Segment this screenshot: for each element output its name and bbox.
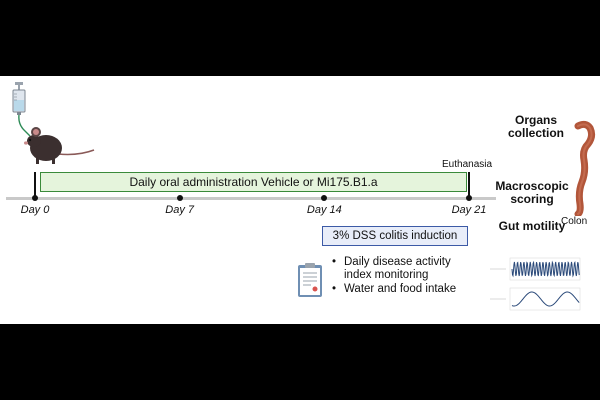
motility-trace-slow — [511, 291, 580, 307]
timeline-tick — [176, 195, 183, 201]
gut-motility-label: Gut motility — [498, 219, 566, 233]
syringe-icon — [12, 82, 31, 137]
monitoring-item: Daily disease activity index monitoring — [330, 256, 454, 282]
monitoring-item: Water and food intake — [330, 283, 456, 296]
day-label: Day 14 — [306, 204, 342, 216]
motility-trace-fast — [511, 260, 580, 278]
mouse-icon — [24, 127, 95, 164]
motility-chart-icon — [486, 248, 588, 320]
day-label: Day 0 — [20, 204, 50, 216]
colon-icon — [574, 120, 596, 216]
euthanasia-label: Euthanasia — [442, 159, 493, 170]
timeline-tick — [321, 195, 328, 201]
macroscopic-scoring-label: Macroscopic scoring — [495, 179, 569, 206]
timeline-axis — [6, 197, 496, 200]
day-label: Day 21 — [451, 204, 487, 216]
diagram-panel: Daily oral administration Vehicle or Mi1… — [0, 76, 600, 324]
timeline-end-marker — [468, 172, 470, 198]
organs-collection-label: Organs collection — [507, 113, 564, 140]
colon-label: Colon — [561, 216, 588, 227]
administration-label: Daily oral administration Vehicle or Mi1… — [129, 175, 378, 189]
day-label: Day 7 — [165, 204, 195, 216]
administration-bar: Daily oral administration Vehicle or Mi1… — [40, 172, 467, 192]
dss-induction-box: 3% DSS colitis induction — [322, 226, 468, 246]
timeline-tick — [32, 195, 38, 201]
timeline-start-marker — [34, 172, 36, 198]
dss-label: 3% DSS colitis induction — [332, 230, 458, 242]
clipboard-icon — [298, 263, 322, 297]
timeline-tick — [466, 195, 472, 201]
monitoring-list: Daily disease activity index monitoring … — [330, 256, 456, 297]
